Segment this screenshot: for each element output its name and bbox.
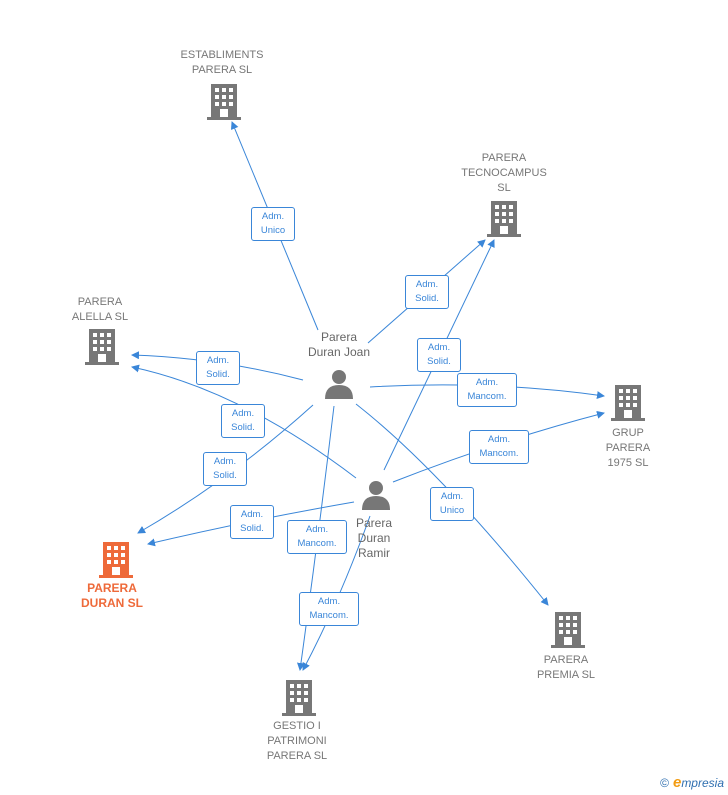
person-icon-joan[interactable] xyxy=(324,369,354,399)
person-icon-ramir[interactable] xyxy=(361,480,391,510)
building-icon-tecnocampus[interactable] xyxy=(487,201,521,237)
company-label-establiments[interactable]: ESTABLIMENTS PARERA SL xyxy=(180,49,264,76)
relation-box-ramir-gestio[interactable]: Adm. Mancom. xyxy=(299,592,359,626)
company-label-premia[interactable]: PARERA PREMIA SL xyxy=(536,654,596,681)
relation-box-ramir-tecnocampus[interactable]: Adm. Solid. xyxy=(417,338,461,372)
company-label-alella[interactable]: PARERA ALELLA SL xyxy=(71,296,129,323)
relation-box-joan-tecnocampus[interactable]: Adm. Solid. xyxy=(405,275,449,309)
company-label-grup[interactable]: GRUP PARERA 1975 SL xyxy=(605,427,651,469)
building-icon-establiments[interactable] xyxy=(207,84,241,120)
building-icon-grup[interactable] xyxy=(611,385,645,421)
person-label-ramir[interactable]: Parera Duran Ramir xyxy=(355,516,393,560)
building-icon-premia[interactable] xyxy=(551,612,585,648)
company-label-tecnocampus[interactable]: PARERA TECNOCAMPUS SL xyxy=(461,152,547,194)
company-label-gestio[interactable]: GESTIO I PATRIMONI PARERA SL xyxy=(266,720,328,762)
footer-brand[interactable]: ©empresia xyxy=(660,774,724,791)
relation-box-joan-grup[interactable]: Adm. Mancom. xyxy=(457,373,517,407)
relation-box-ramir-alella[interactable]: Adm. Solid. xyxy=(221,404,265,438)
relation-box-joan-premia[interactable]: Adm. Unico xyxy=(430,487,474,521)
copyright-icon: © xyxy=(660,776,669,790)
building-icon-duran[interactable] xyxy=(99,542,133,578)
brand-name: mpresia xyxy=(681,776,724,790)
relation-box-joan-gestio[interactable]: Adm. Mancom. xyxy=(287,520,347,554)
brand-initial: e xyxy=(672,774,682,791)
relation-box-joan-establiments[interactable]: Adm. Unico xyxy=(251,207,295,241)
person-label-joan[interactable]: Parera Duran Joan xyxy=(307,330,371,359)
company-label-duran[interactable]: PARERA DURAN SL xyxy=(81,581,143,610)
building-icon-gestio[interactable] xyxy=(282,680,316,716)
relation-box-ramir-grup[interactable]: Adm. Mancom. xyxy=(469,430,529,464)
relation-box-ramir-duran[interactable]: Adm. Solid. xyxy=(230,505,274,539)
relation-box-joan-duran[interactable]: Adm. Solid. xyxy=(203,452,247,486)
relation-box-joan-alella[interactable]: Adm. Solid. xyxy=(196,351,240,385)
building-icon-alella[interactable] xyxy=(85,329,119,365)
